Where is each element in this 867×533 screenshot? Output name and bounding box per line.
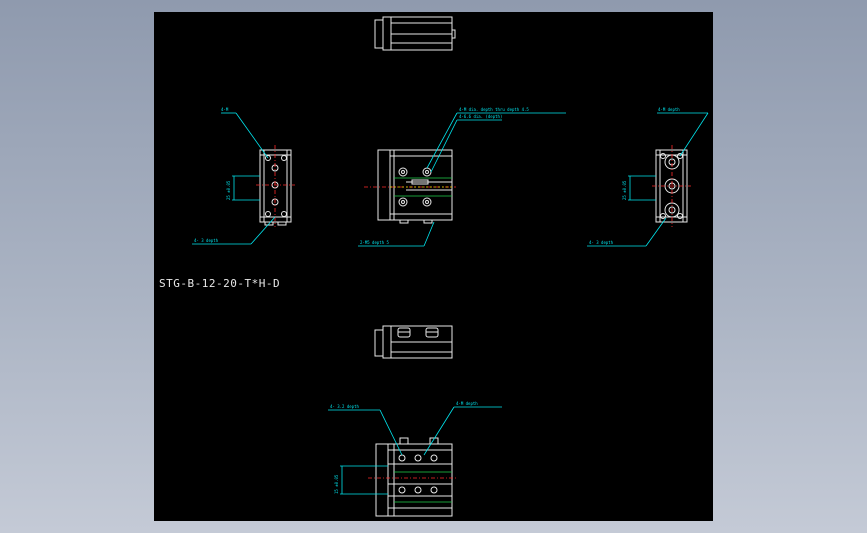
cad-viewport[interactable]: 25 ±0.05 4-M 4- 3 depth 4-M dia. — [154, 12, 713, 521]
left-side-dim-text: 25 ±0.05 — [226, 180, 231, 200]
right-top-leader-text: 4-M depth — [658, 107, 680, 112]
left-side-view: 25 ±0.05 4-M 4- 3 depth — [192, 107, 295, 245]
right-side-view: 25 ±0.05 4-M depth 4- 3 depth — [587, 107, 709, 247]
section-top-right-leader-text: 4-M depth — [456, 401, 478, 406]
section-side-dim-text: 15 ±0.05 — [334, 474, 339, 494]
section-view: 15 ±0.05 4- 3.2 depth 4-M depth — [328, 401, 502, 517]
section-top-left-leader-text: 4- 3.2 depth — [330, 404, 359, 409]
bottom-view — [374, 325, 453, 359]
left-top-leader-text: 4-M — [221, 107, 229, 112]
cad-drawing-canvas[interactable]: 25 ±0.05 4-M 4- 3 depth 4-M dia. — [154, 12, 713, 521]
front-bottom-leader-text: 2-M5 depth 5 — [360, 240, 389, 245]
left-bottom-leader-text: 4- 3 depth — [194, 238, 219, 243]
top-view — [374, 16, 456, 51]
part-number-label: STG-B-12-20-T*H-D — [159, 277, 280, 290]
front-view: 4-M dia. depth thru depth 4.5 4-6.6 dia.… — [358, 107, 566, 247]
right-side-dim-text: 25 ±0.05 — [622, 180, 627, 200]
front-leader-2-text: 4-6.6 dia. (depth) — [459, 114, 502, 119]
front-leader-1-text: 4-M dia. depth thru depth 4.5 — [459, 107, 529, 112]
right-bottom-leader-text: 4- 3 depth — [589, 240, 614, 245]
